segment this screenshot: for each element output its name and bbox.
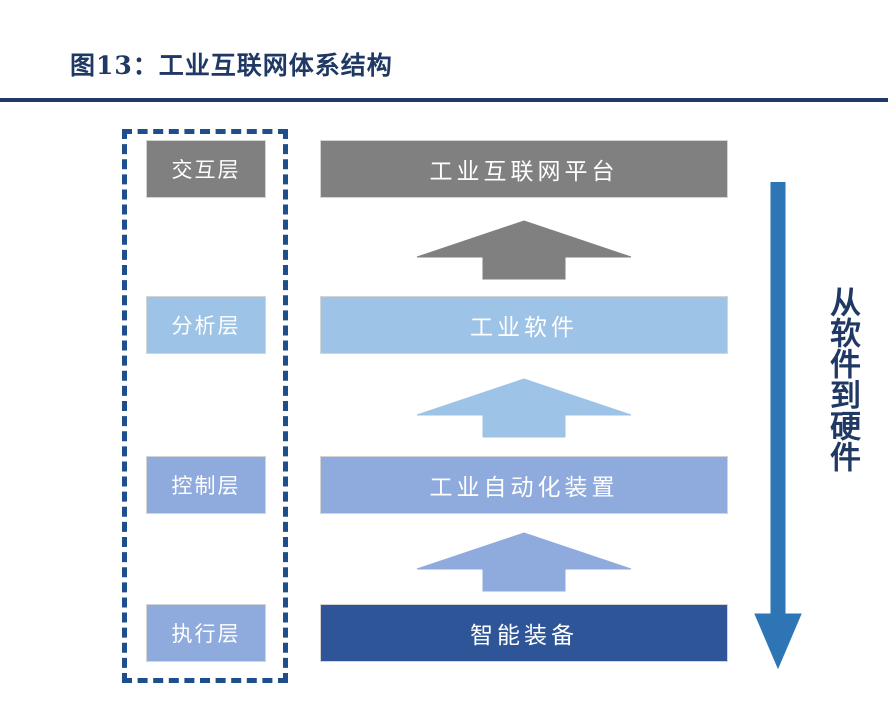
layer-bar-software[interactable]: 工业软件 <box>320 296 728 354</box>
layer-chip-control[interactable]: 控制层 <box>146 456 266 514</box>
arrow-down-icon-flow <box>748 182 808 670</box>
layer-group-dashed-box <box>122 129 288 683</box>
arrow-up-icon-software <box>415 377 633 439</box>
arrow-up-icon-automation <box>415 531 633 593</box>
layer-chip-execution[interactable]: 执行层 <box>146 604 266 662</box>
flow-direction-label: 从软件到硬件 <box>824 286 860 472</box>
arrow-up-icon-platform <box>415 219 633 281</box>
layer-chip-analysis[interactable]: 分析层 <box>146 296 266 354</box>
layer-bar-platform[interactable]: 工业互联网平台 <box>320 140 728 198</box>
title-divider <box>0 98 888 102</box>
layer-chip-interaction[interactable]: 交互层 <box>146 140 266 198</box>
page-title: 图13：工业互联网体系结构 <box>70 51 393 80</box>
layer-bar-automation[interactable]: 工业自动化装置 <box>320 456 728 514</box>
architecture-diagram: 交互层 分析层 控制层 执行层 工业互联网平台 工业软件 工业自动化装置 智能装… <box>0 104 888 702</box>
layer-bar-equipment[interactable]: 智能装备 <box>320 604 728 662</box>
